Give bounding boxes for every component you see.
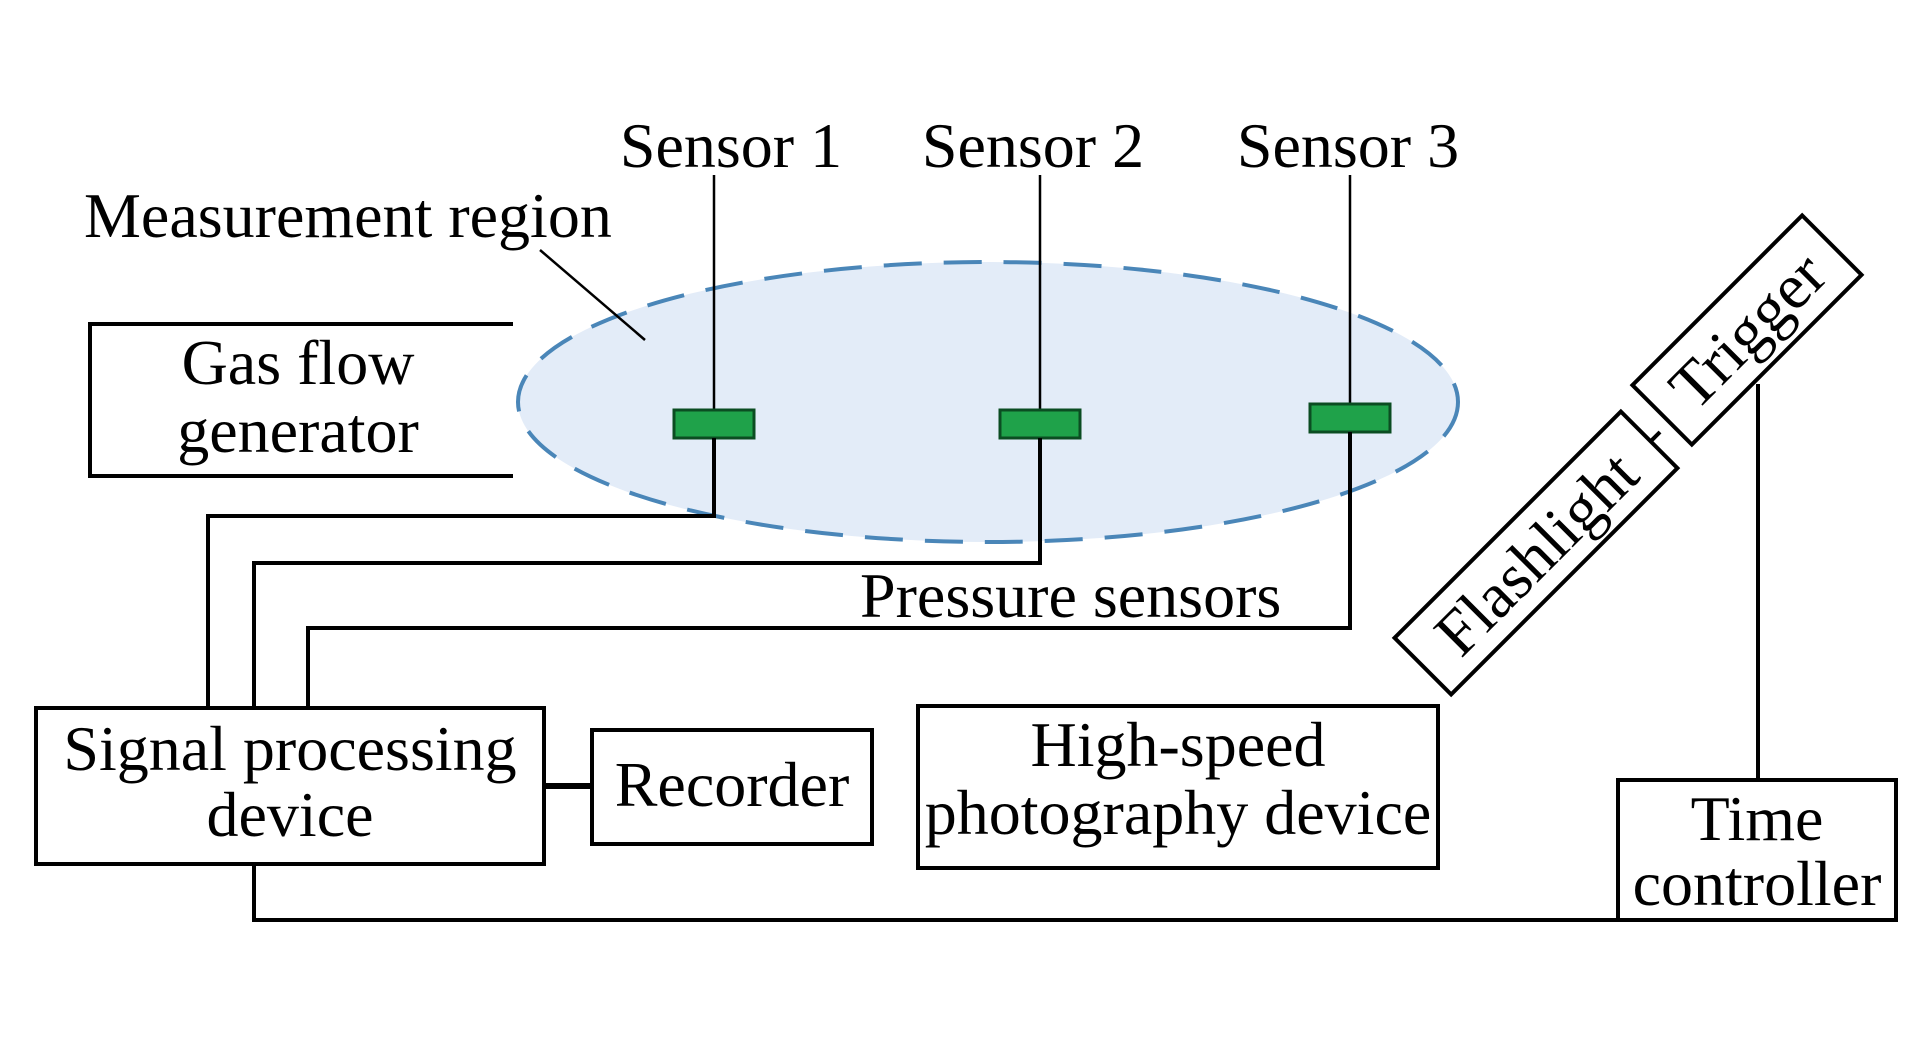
recorder-box: Recorder [590,728,874,846]
sensor1-label: Sensor 1 [620,110,842,181]
sensor3-block [1308,402,1392,434]
recorder-label: Recorder [615,749,850,820]
sensor2-label: Sensor 2 [922,110,1144,181]
trigger-label: Trigger [1655,238,1839,422]
sensor3-wire [306,432,1352,708]
sensor2-wire [252,438,1042,708]
sensor1-block [672,408,756,440]
signal-processing-device-box: Signal processing device [34,706,546,866]
time-controller-label-line1: Time [1691,783,1824,854]
measurement-region-leader [539,249,646,341]
high-speed-photography-box: High-speed photography device [916,704,1440,870]
sensor2-block [998,408,1082,440]
sensor3-label: Sensor 3 [1237,110,1459,181]
high-speed-label-line2: photography device [925,777,1432,848]
sensor1-wire [206,438,716,708]
flashlight-box: Flashlight [1391,408,1681,698]
trigger-box: Trigger [1629,212,1865,448]
gas-flow-generator-box: Gas flow generator [88,322,513,478]
time-controller-box: Time controller [1616,778,1898,922]
gas-flow-generator-label-line2: generator [177,395,419,466]
measurement-region-label: Measurement region [84,180,612,251]
high-speed-label-line1: High-speed [1030,709,1325,780]
signal-processing-label-line2: device [207,779,374,850]
pressure-sensors-label: Pressure sensors [860,560,1281,631]
signal-to-time-controller-wire [252,864,1618,922]
gas-flow-generator-label-line1: Gas flow [182,327,415,398]
flashlight-label: Flashlight [1421,438,1652,669]
time-controller-label-line2: controller [1633,848,1882,919]
signal-processing-label-line1: Signal processing [63,713,516,784]
measurement-region-ellipse [516,260,1460,544]
